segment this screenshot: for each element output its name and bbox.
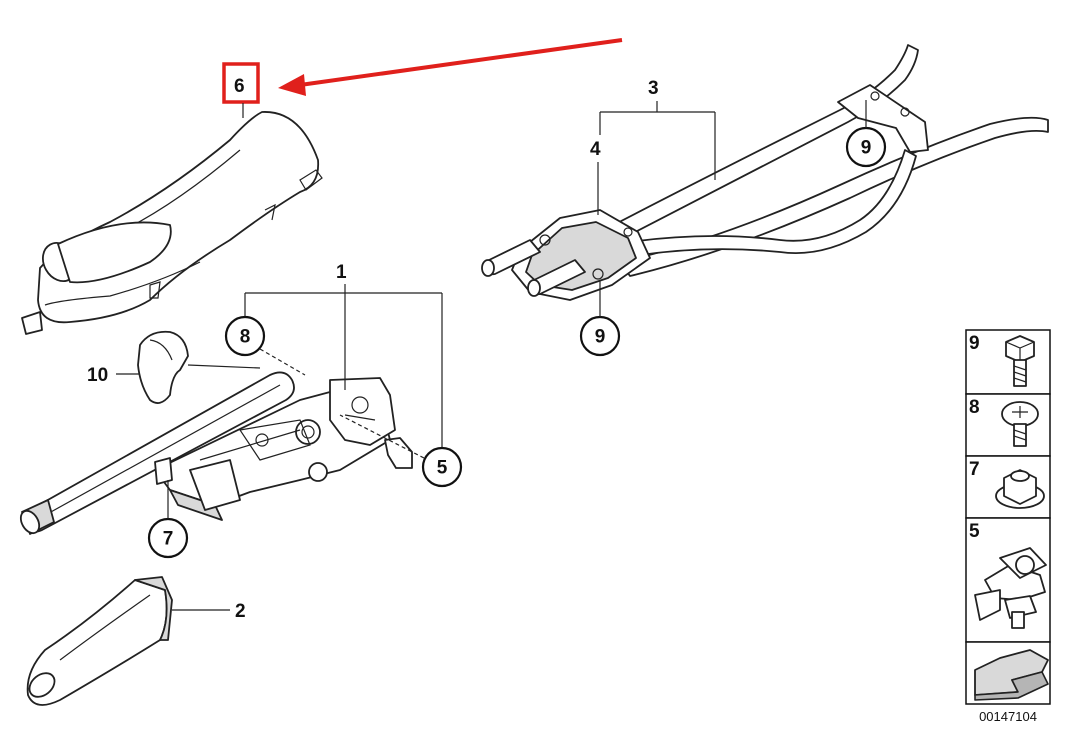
clip-nut-icon [974, 547, 1047, 629]
legend-panel-5[interactable]: 5 [965, 517, 1051, 643]
legend-7-number: 7 [969, 459, 980, 480]
part-1-handbrake-lever[interactable] [17, 371, 413, 536]
legend-9-number: 9 [969, 333, 980, 354]
callout-9-bottom-bubble[interactable]: 9 [579, 280, 621, 357]
callout-4-label: 4 [590, 139, 601, 160]
part-3-brake-cables[interactable] [481, 44, 1049, 301]
callout-5-label: 5 [437, 458, 448, 479]
callout-8-label: 8 [240, 327, 251, 348]
arrow-panel-icon [974, 649, 1049, 701]
callout-1-label: 1 [336, 262, 347, 283]
legend-panel-arrow [965, 641, 1051, 705]
red-pointer-arrow [278, 38, 623, 96]
callout-6-label: 6 [234, 76, 245, 97]
callout-7-label: 7 [163, 529, 174, 550]
callout-4: 4 [590, 139, 601, 215]
callout-2-label: 2 [235, 601, 246, 622]
hex-nut-icon [995, 469, 1045, 509]
legend-panel-9[interactable]: 9 [965, 329, 1051, 395]
part-2-lever-grip[interactable] [25, 576, 173, 706]
callout-9-top-bubble[interactable]: 9 [845, 100, 887, 168]
callout-9-bottom-label: 9 [595, 327, 606, 348]
diagram-code: 00147104 [979, 709, 1037, 724]
hex-bolt-icon [1005, 335, 1035, 387]
callout-7-bubble[interactable]: 7 [147, 480, 189, 559]
callout-2: 2 [172, 601, 246, 622]
part-6-lever-boot[interactable] [21, 111, 323, 335]
callout-10: 10 [87, 364, 261, 386]
legend-5-number: 5 [969, 521, 980, 542]
callout-10-label: 10 [87, 365, 108, 386]
callout-6[interactable]: 6 [222, 62, 260, 118]
part-10-release-button[interactable] [137, 330, 189, 404]
callout-9-top-label: 9 [861, 138, 872, 159]
callout-8-bubble[interactable]: 8 [224, 315, 306, 376]
callout-3: 3 [599, 78, 716, 180]
legend-8-number: 8 [969, 397, 980, 418]
torx-screw-icon [1001, 401, 1039, 447]
callout-3-label: 3 [648, 78, 659, 99]
callout-1: 1 [244, 262, 443, 448]
legend-panel-8[interactable]: 8 [965, 393, 1051, 457]
callout-5-bubble[interactable]: 5 [339, 414, 463, 488]
legend-panel-7[interactable]: 7 [965, 455, 1051, 519]
